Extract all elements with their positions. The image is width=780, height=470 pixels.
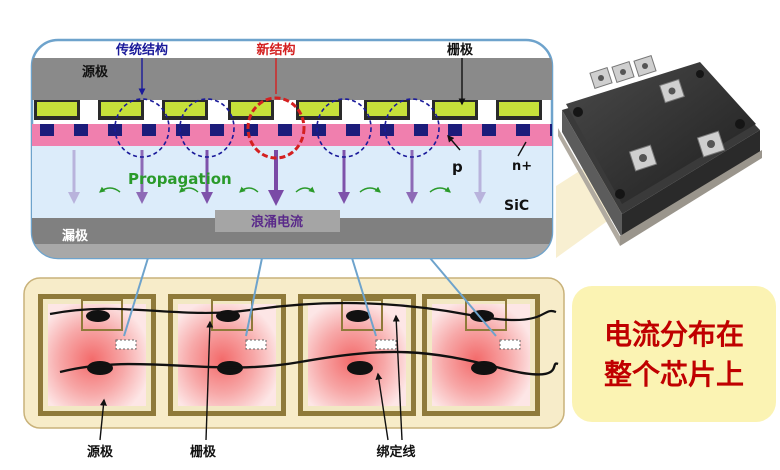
label-bonding-wire: 绑定线 [376,444,415,460]
propagation-arrow [429,186,451,193]
label-source-top: 源极 [82,64,109,80]
callout-line-2: 整个芯片上 [604,358,744,391]
n-plus-region [278,124,292,136]
gate-electrode-fill [499,102,539,116]
n-plus-region [380,124,394,136]
connector-lines [123,257,497,337]
sense-pad [245,339,267,350]
label-gate-top: 栅极 [447,42,474,58]
gate-electrode-fill [435,102,475,116]
chip-gate-pad [81,299,123,331]
new-structure-marker [246,96,306,160]
label-source-bottom: 源极 [87,444,114,460]
gate-electrode-fill [299,102,339,116]
bottom-annotations: 源极 栅极 绑定线 [87,314,416,460]
callout-line-1: 电流分布在 [604,318,744,351]
chip-gate-pad [341,299,383,331]
label-new-structure: 新结构 [256,42,295,58]
callout-box: 电流分布在 整个芯片上 [572,286,776,422]
label-n-plus-region: n+ [512,159,532,174]
n-plus-region [210,124,224,136]
chip-array-panel [23,277,565,429]
traditional-structure-markers [114,98,440,158]
n-plus-region [312,124,326,136]
propagation-arrow [239,186,259,193]
label-propagation: Propagation [128,170,232,188]
chip-gate-pad [211,299,253,331]
label-sic-substrate: SiC [504,198,529,214]
label-drain: 漏极 [62,228,89,244]
sense-pad [115,339,137,350]
n-plus-region [244,124,258,136]
n-plus-region [448,124,462,136]
gate-electrode-fill [37,102,77,116]
cross-section-panel: 传统结构 新结构 栅极 源极 Propagation p n+ SiC 漏极 浪… [30,38,554,260]
propagation-arrow [295,186,315,193]
sense-pad [499,339,521,350]
bond-point-gate [86,310,110,322]
n-plus-region [142,124,156,136]
source-metal-layer [32,58,552,100]
bonding-wire-bottom [59,350,559,376]
label-gate-bottom: 栅极 [190,444,217,460]
n-plus-region [40,124,54,136]
label-traditional-structure: 传统结构 [115,42,168,58]
bond-point-source [87,361,113,375]
n-plus-region [482,124,496,136]
propagation-arrow [179,186,199,193]
n-plus-region [74,124,88,136]
bond-point-gate [346,310,370,322]
label-p-region: p [452,158,463,176]
gate-electrode-fill [165,102,205,116]
n-plus-region [414,124,428,136]
n-plus-region [176,124,190,136]
label-surge-current: 浪涌电流 [251,214,303,230]
gate-electrode-fill [231,102,271,116]
n-plus-region [516,124,530,136]
n-plus-region [550,124,552,136]
n-plus-region [346,124,360,136]
propagation-arrow [359,186,381,193]
bond-point-source [347,361,373,375]
power-module-icon [556,54,762,258]
bonding-wire-top [49,301,557,322]
gate-electrode-fill [367,102,407,116]
propagation-arrow [99,186,121,193]
sense-pad [375,339,397,350]
